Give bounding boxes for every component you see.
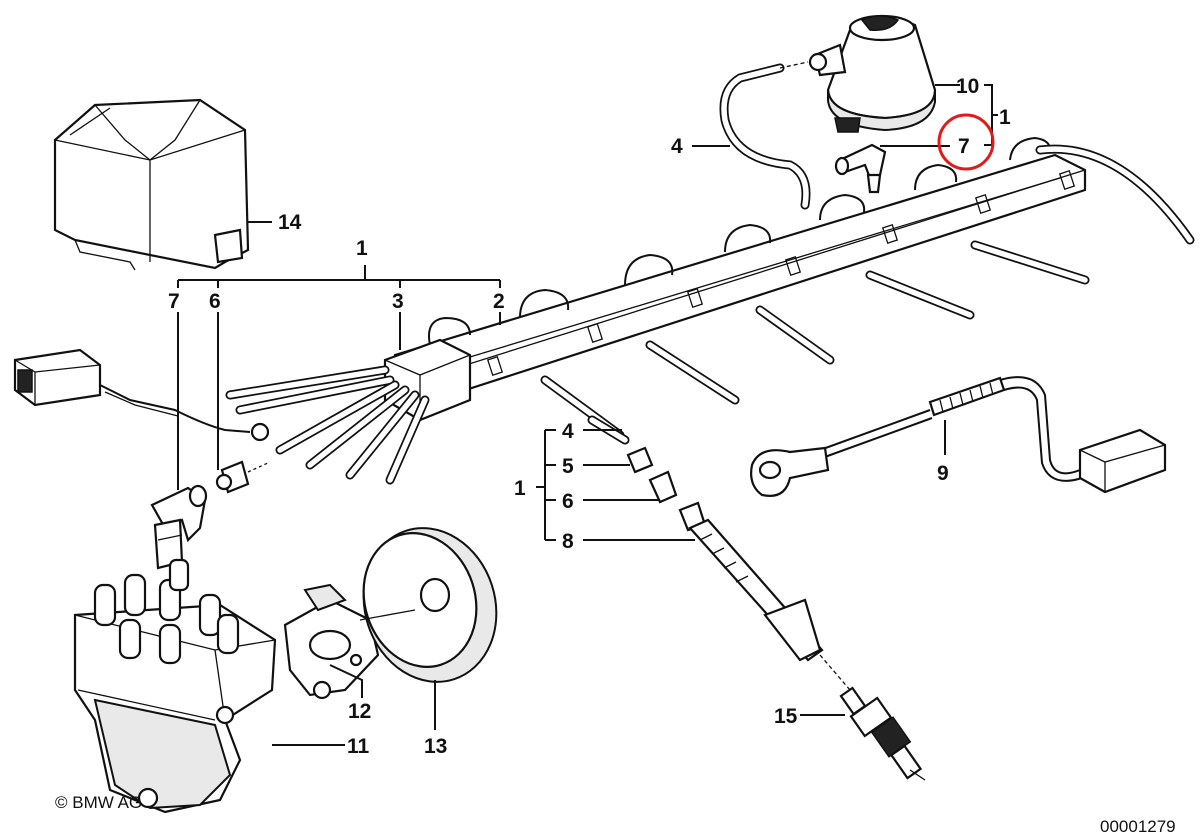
callout-3: 3 [392, 290, 404, 313]
callout-7-left: 7 [168, 290, 180, 313]
spark-plug-lead-lower [587, 415, 824, 662]
spark-plug-leads [540, 144, 1195, 440]
part-15-spark-plug [819, 654, 926, 781]
leader-lines [177, 84, 998, 746]
copyright-text: © BMW AG [55, 793, 142, 812]
callout-8: 8 [562, 530, 574, 553]
part-10-coil-cap [808, 14, 937, 133]
callout-7-right: 7 [958, 135, 970, 158]
part-7-angle-connector-left [150, 484, 208, 570]
callout-6-left: 6 [209, 290, 221, 313]
callout-5: 5 [562, 455, 574, 478]
callout-4-upper: 4 [671, 135, 683, 158]
callout-14: 14 [278, 211, 302, 234]
callout-15: 15 [774, 705, 798, 728]
callout-10: 10 [956, 75, 979, 98]
callout-4-lower: 4 [562, 420, 574, 443]
callout-12: 12 [348, 700, 371, 723]
part-6-terminal-left [215, 460, 271, 494]
callout-labels: 1 7 6 3 2 14 4 10 1 7 4 5 1 6 8 9 11 12 … [168, 75, 1011, 758]
callout-11: 11 [347, 735, 370, 758]
cable-harness-rail [383, 136, 1087, 422]
callout-1-top: 1 [356, 237, 368, 260]
callout-2: 2 [493, 290, 505, 313]
callout-1-right: 1 [999, 106, 1011, 129]
callout-6-right: 6 [562, 490, 574, 513]
left-leads [225, 365, 430, 485]
callout-9: 9 [937, 462, 949, 485]
part-12-rotor [283, 583, 380, 700]
harness-plug-connector [13, 348, 270, 442]
diagram-number: 00001279 [1100, 817, 1176, 836]
part-7-angle-connector-upper [834, 143, 887, 194]
callout-13: 13 [424, 735, 447, 758]
callout-1-left: 1 [514, 477, 526, 500]
part-13-dust-cover [359, 527, 498, 683]
part-14-control-unit-cover [53, 98, 250, 271]
highlight-circle [937, 113, 995, 171]
part-9-sensor [750, 376, 1167, 497]
part-11-distributor-cap [73, 558, 277, 814]
